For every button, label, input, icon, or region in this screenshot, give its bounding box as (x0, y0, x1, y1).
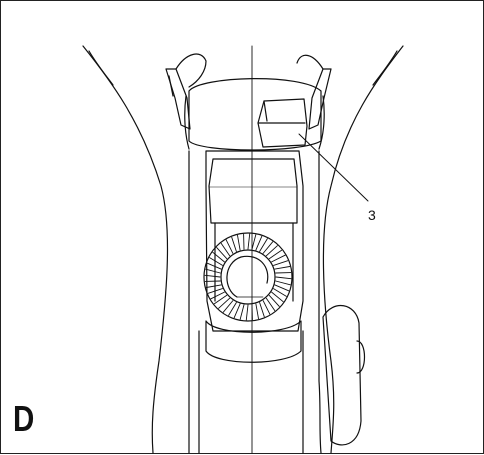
knurl-rib (246, 305, 248, 320)
knurl-rib (252, 235, 256, 250)
head-housing (189, 79, 321, 150)
wheel-hub-arc (227, 256, 268, 297)
body-sweep-right (373, 51, 397, 85)
knurl-rib (240, 305, 244, 320)
knurl-rib (275, 267, 290, 270)
knurl-rib (275, 285, 289, 291)
callout-leader-3 (299, 134, 368, 201)
body-sweep-left (89, 51, 113, 85)
body-outline-left (83, 46, 167, 453)
knurled-wheel-inner (221, 250, 275, 304)
knurl-ribs (205, 234, 291, 320)
lower-cutout (206, 321, 301, 362)
knurl-rib (274, 261, 288, 266)
knurl-rib (276, 277, 291, 279)
knurl-rib (207, 263, 221, 269)
clip-right (309, 69, 331, 129)
knurl-rib (206, 269, 221, 273)
side-button (323, 306, 361, 445)
knurl-rib (256, 304, 259, 319)
knurl-rib (260, 303, 265, 317)
knurl-rib (248, 234, 250, 249)
body-outline-right (323, 46, 403, 453)
side-knob (357, 341, 365, 373)
knurl-rib (234, 304, 240, 318)
callout-label-3: 3 (368, 207, 376, 223)
panel-letter: D (13, 399, 34, 439)
knurl-rib (238, 235, 241, 250)
knurl-rib (206, 285, 221, 288)
knurl-rib (276, 281, 291, 285)
knurl-rib (232, 237, 237, 251)
knurl-rib (256, 236, 262, 250)
